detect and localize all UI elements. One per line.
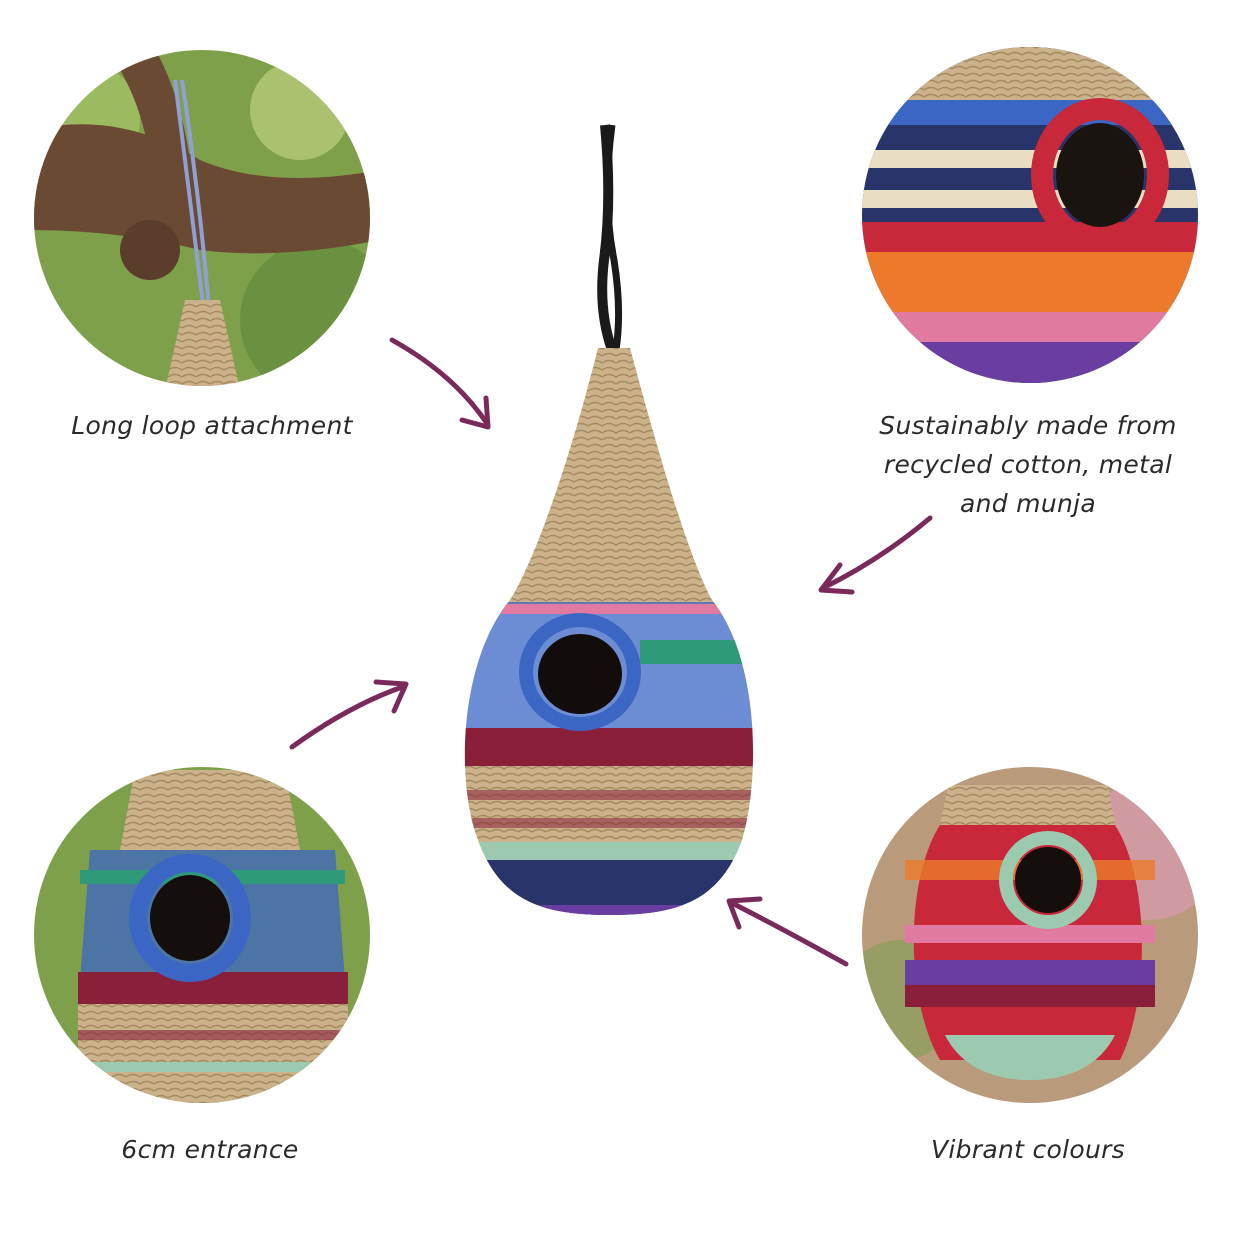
caption-vibrant-colours: Vibrant colours <box>930 1135 1126 1164</box>
arrow-entrance-icon <box>289 679 409 750</box>
arrow-vibrant-icon <box>726 896 849 967</box>
arrow-icons <box>289 337 933 967</box>
vibrant-colours-photo <box>862 767 1198 1103</box>
caption-line: recycled cotton, metal <box>883 450 1173 479</box>
bird-nester-main-photo <box>464 124 754 915</box>
caption-entrance-size: 6cm entrance <box>121 1135 299 1164</box>
loop-attachment-photo <box>34 50 370 386</box>
materials-closeup-photo <box>862 47 1198 383</box>
arrow-loop-icon <box>389 337 491 430</box>
caption-loop-attachment: Long loop attachment <box>71 411 353 440</box>
caption-line: and munja <box>960 489 1096 518</box>
entrance-closeup-photo <box>34 767 370 1103</box>
caption-line: Sustainably made from <box>879 411 1177 440</box>
caption-sustainable-materials: Sustainably made from recycled cotton, m… <box>860 406 1196 523</box>
arrow-materials-icon <box>818 515 933 595</box>
